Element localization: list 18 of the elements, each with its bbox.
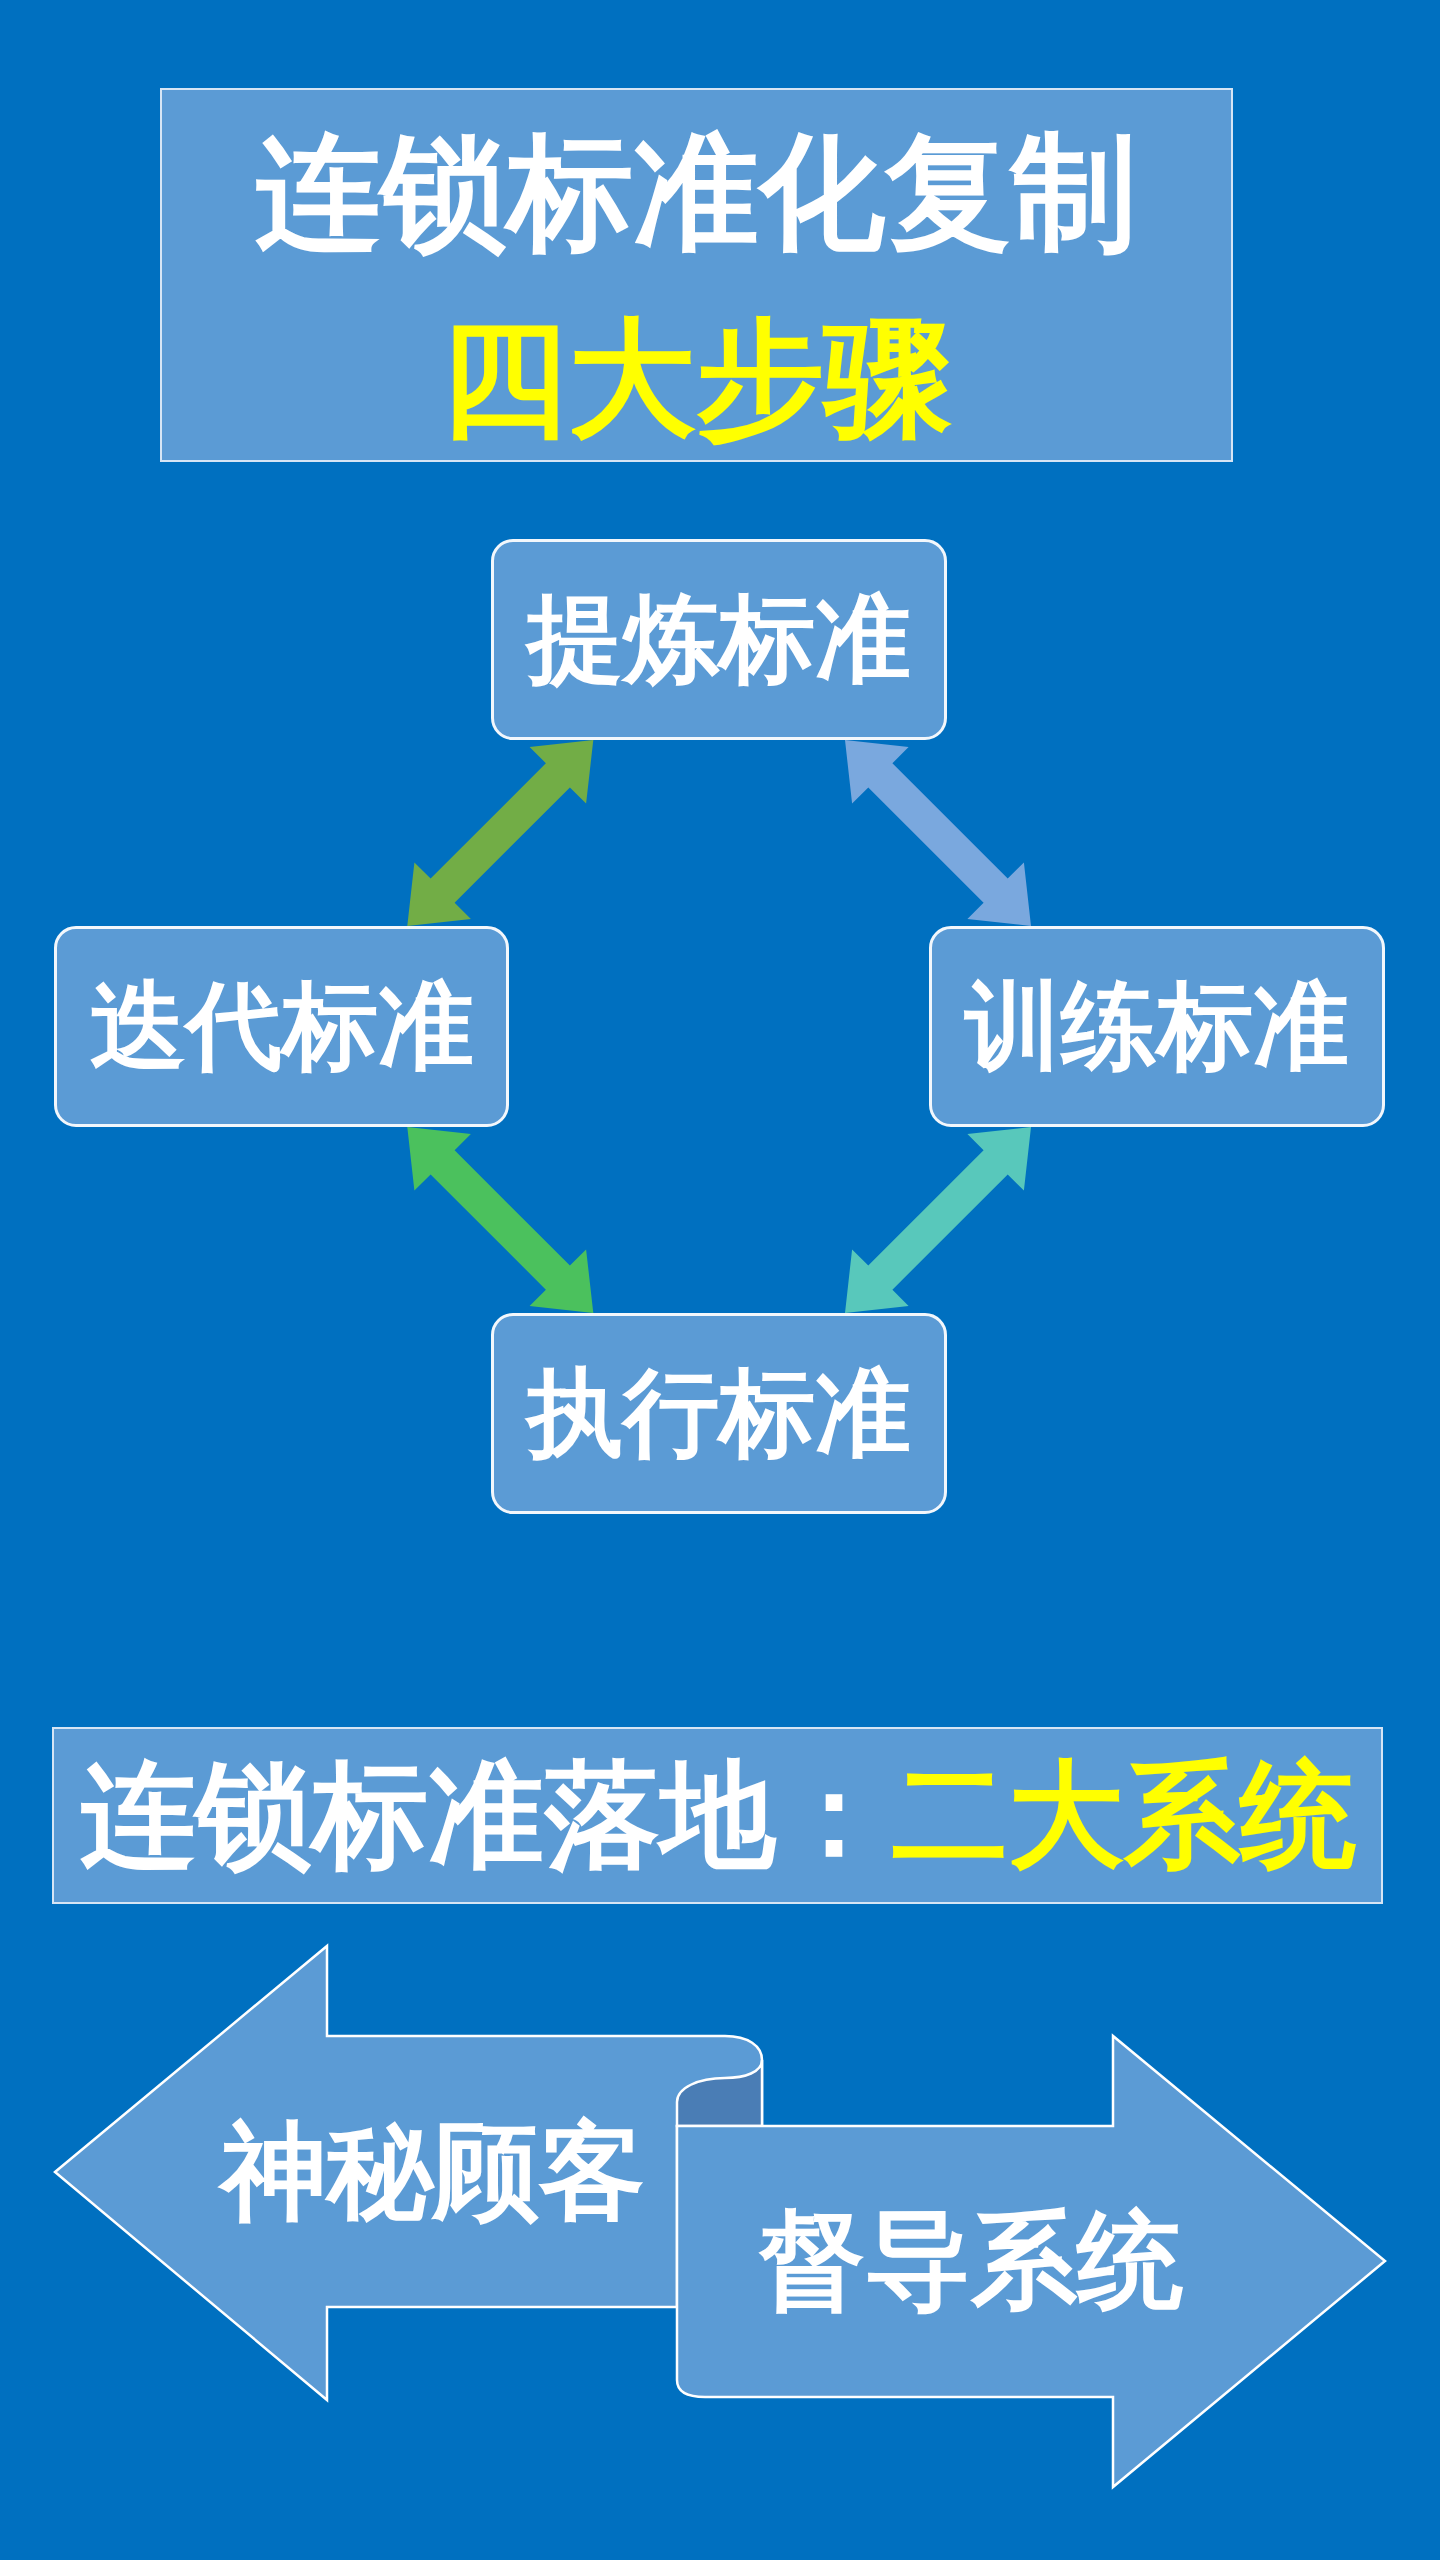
double-arrow xyxy=(845,740,1031,926)
banner-box xyxy=(52,1727,1383,1904)
box-label: 训练标准 xyxy=(965,970,1349,1081)
process-box xyxy=(491,1313,947,1514)
double-arrow xyxy=(845,1127,1031,1313)
banner-text: 连锁标准落地： xyxy=(79,1748,892,1882)
highlight-text: 二大系统 xyxy=(891,1748,1356,1882)
heading-box xyxy=(160,88,1233,462)
banner-label: 督导系统 xyxy=(759,2200,1183,2322)
process-box xyxy=(491,539,947,740)
box-label: 提炼标准 xyxy=(527,583,911,694)
process-box xyxy=(54,926,509,1127)
box-label: 迭代标准 xyxy=(90,970,474,1081)
double-arrow xyxy=(407,740,594,926)
process-box xyxy=(929,926,1385,1127)
subheading-text: 四大步骤 xyxy=(440,306,952,453)
double-arrow xyxy=(407,1127,594,1313)
heading-text: 连锁标准化复制 xyxy=(255,120,1137,265)
